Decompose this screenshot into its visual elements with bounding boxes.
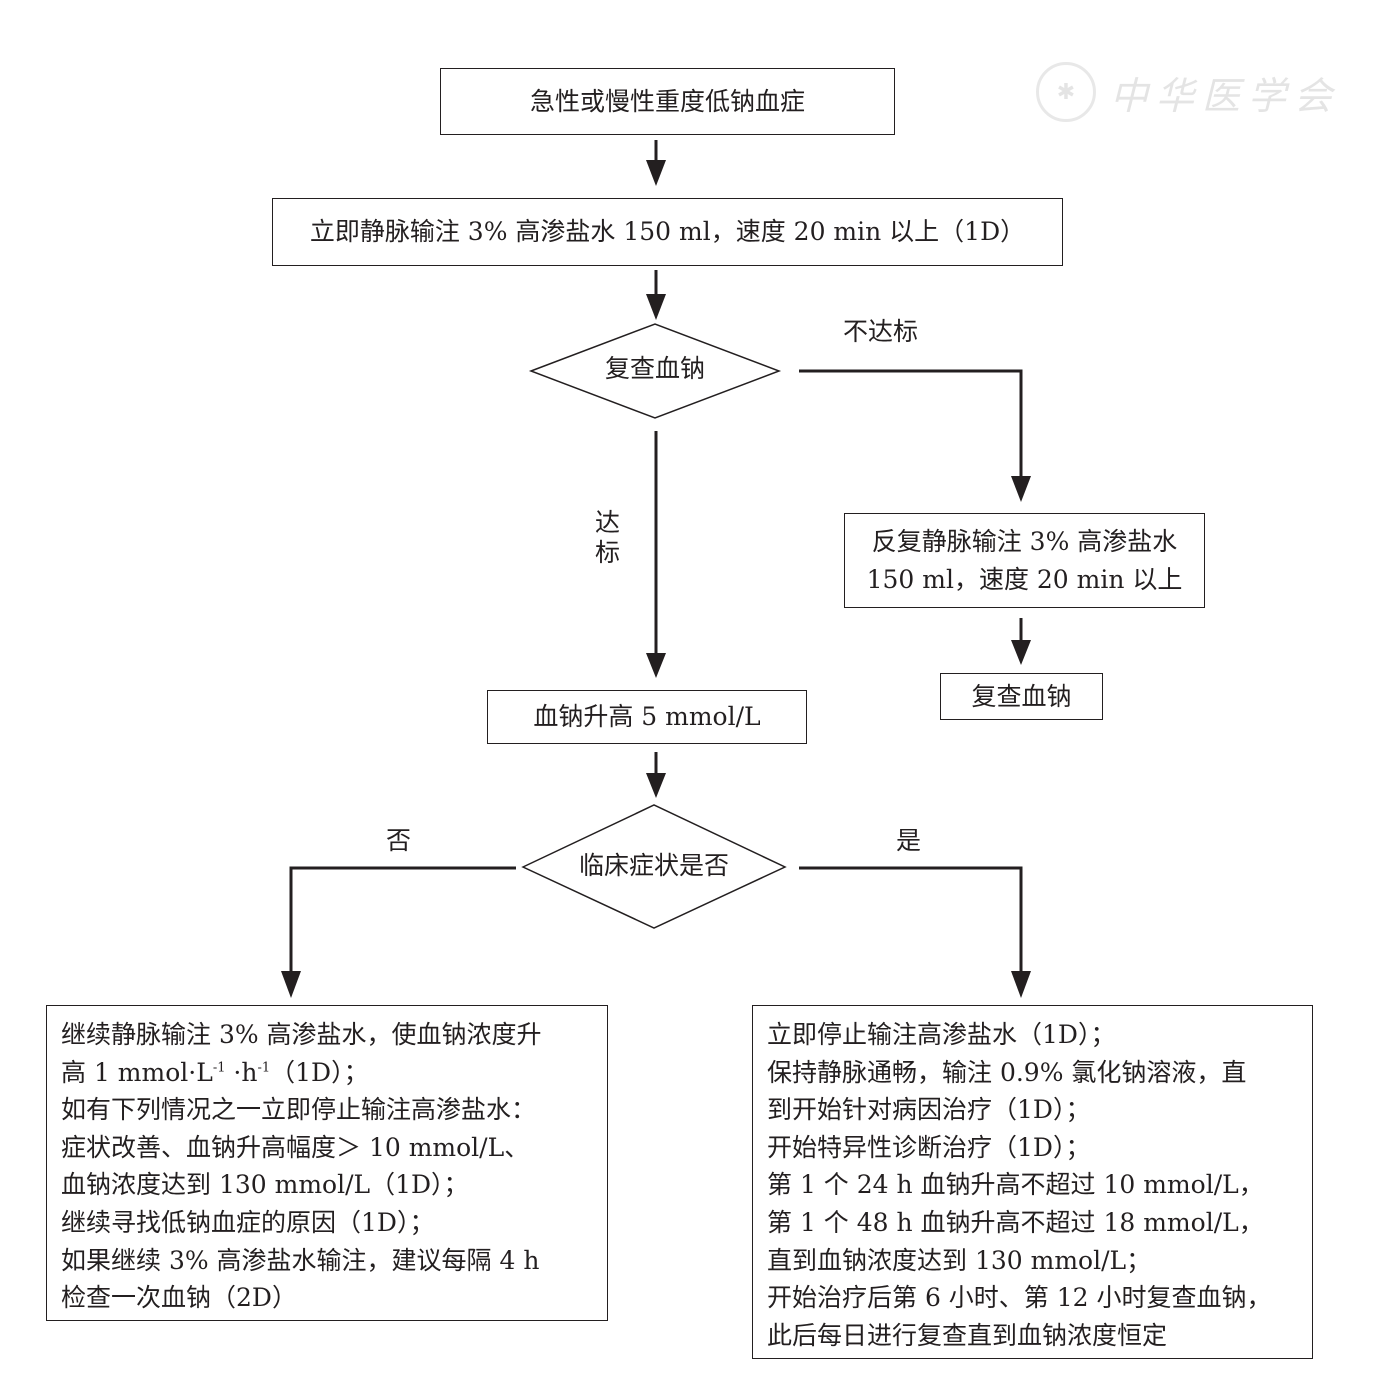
text-line: 第 1 个 24 h 血钠升高不超过 10 mmol/L， <box>767 1170 1264 1200</box>
watermark-text: 中华医学会 <box>1110 73 1341 118</box>
decision-symptoms-label: 临床症状是否 <box>578 851 729 880</box>
text-line: 保持静脉通畅，输注 0.9% 氯化钠溶液，直 <box>767 1057 1247 1087</box>
decision-recheck-label: 复查血钠 <box>604 354 705 383</box>
text-line: 此后每日进行复查直到血钠浓度恒定 <box>767 1320 1168 1350</box>
node-sodium-rise: 血钠升高 5 mmol/L <box>487 690 807 744</box>
text-line: 直到血钠浓度达到 130 mmol/L； <box>767 1245 1152 1275</box>
node-sodium-rise-label: 血钠升高 5 mmol/L <box>533 702 761 731</box>
text-line: 到开始针对病因治疗（1D）； <box>767 1095 1091 1125</box>
watermark-logo: ✱ 中华医学会 <box>1036 62 1340 122</box>
arrowhead-icon <box>646 160 666 186</box>
arrowhead-icon <box>646 294 666 320</box>
arrowhead-icon <box>1011 971 1031 998</box>
arrowhead-icon <box>1011 640 1031 665</box>
connector-yes <box>799 866 1023 972</box>
text-line: 立即停止输注高渗盐水（1D）； <box>767 1020 1116 1049</box>
node-start-label: 急性或慢性重度低钠血症 <box>529 86 805 116</box>
text-line: 继续寻找低钠血症的原因（1D）； <box>61 1207 435 1237</box>
node-repeat-infusion: 反复静脉输注 3% 高渗盐水 150 ml，速度 20 min 以上 <box>844 513 1205 608</box>
edge-label-no: 否 <box>386 826 412 855</box>
decision-diamond-recheck <box>528 323 782 419</box>
text-line: 检查一次血钠（2D） <box>61 1283 297 1313</box>
text-line: 开始特异性诊断治疗（1D）； <box>767 1132 1091 1162</box>
arrowhead-icon <box>646 653 666 678</box>
node-recheck-label: 复查血钠 <box>971 681 1072 711</box>
node-recheck: 复查血钠 <box>940 673 1103 720</box>
seal-icon: ✱ <box>1036 62 1096 122</box>
text-line: 症状改善、血钠升高幅度＞ 10 mmol/L、 <box>61 1132 530 1162</box>
connector-no <box>289 866 516 972</box>
text-line: 继续静脉输注 3% 高渗盐水，使血钠浓度升 <box>61 1020 542 1049</box>
arrowhead-icon <box>646 773 666 798</box>
text-line: 血钠浓度达到 130 mmol/L（1D）； <box>61 1170 469 1200</box>
node-no-symptom-actions: 继续静脉输注 3% 高渗盐水，使血钠浓度升 高 1 mmol·L-1 ·h-1（… <box>46 1005 608 1321</box>
edge-label-yes: 是 <box>896 826 922 855</box>
node-immediate-infusion-label: 立即静脉输注 3% 高渗盐水 150 ml，速度 20 min 以上（1D） <box>309 217 1026 246</box>
text-line: 如有下列情况之一立即停止输注高渗盐水： <box>61 1095 537 1125</box>
text-line: 开始治疗后第 6 小时、第 12 小时复查血钠， <box>767 1283 1272 1313</box>
node-symptom-actions: 立即停止输注高渗盐水（1D）； 保持静脉通畅，输注 0.9% 氯化钠溶液，直 到… <box>752 1005 1313 1359</box>
edge-label-not-reached: 不达标 <box>843 317 919 346</box>
text-line: 第 1 个 48 h 血钠升高不超过 18 mmol/L， <box>767 1207 1264 1237</box>
edge-label-reached: 达 标 <box>595 508 621 567</box>
arrowhead-icon <box>1011 476 1031 502</box>
decision-diamond-symptoms <box>521 804 787 929</box>
arrowhead-icon <box>281 971 301 998</box>
text-line: 高 1 mmol·L-1 ·h-1（1D）； <box>61 1057 369 1087</box>
connector-not-reached <box>799 369 1023 478</box>
node-immediate-infusion: 立即静脉输注 3% 高渗盐水 150 ml，速度 20 min 以上（1D） <box>272 198 1063 266</box>
node-start: 急性或慢性重度低钠血症 <box>440 68 895 135</box>
text-line: 如果继续 3% 高渗盐水输注，建议每隔 4 h <box>61 1245 540 1275</box>
